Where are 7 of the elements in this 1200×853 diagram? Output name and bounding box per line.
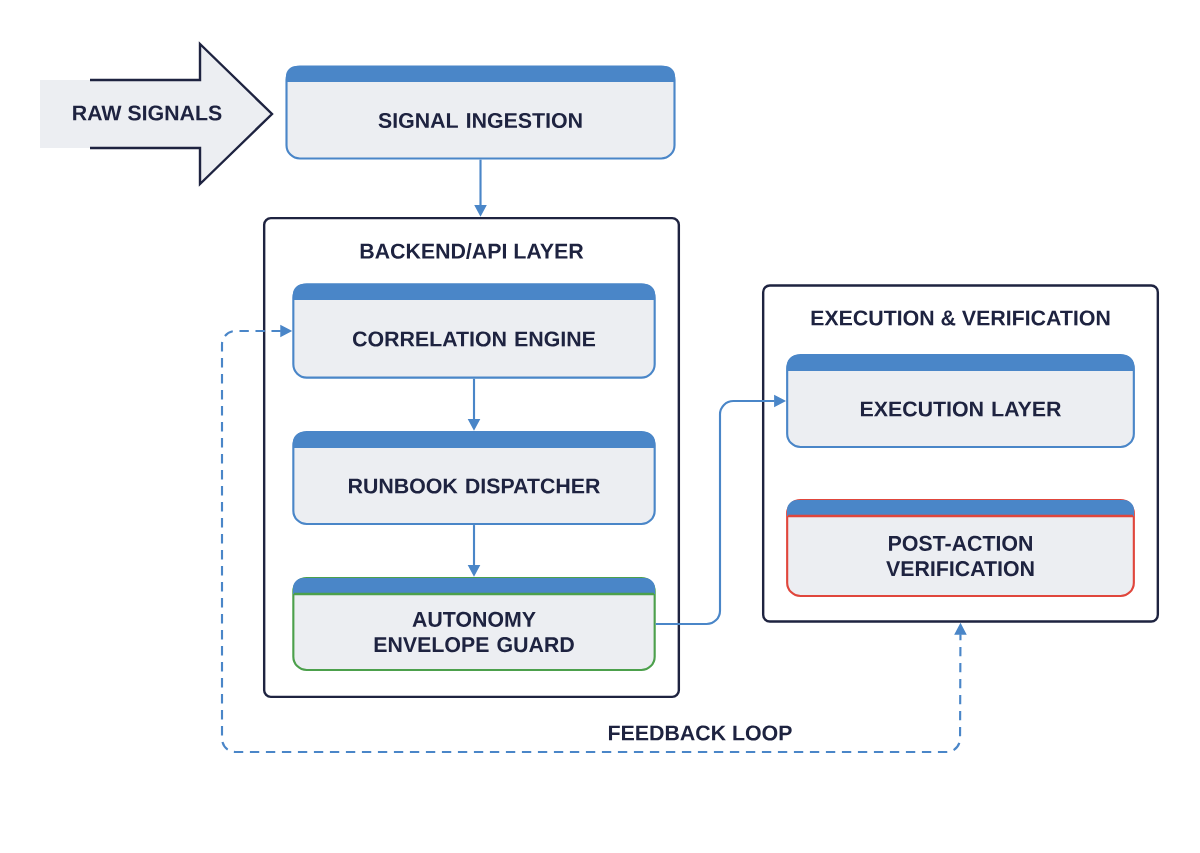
process-box: AUTONOMY ENVELOPE GUARD [292, 576, 656, 672]
process-box: RUNBOOK DISPATCHER [292, 430, 656, 526]
process-box: SIGNAL INGESTION [285, 65, 676, 160]
process-box: POST-ACTION VERIFICATION [786, 498, 1135, 598]
process-box: CORRELATION ENGINE [292, 283, 656, 379]
process-box: EXECUTION LAYER [786, 353, 1135, 449]
arrow [220, 324, 967, 754]
